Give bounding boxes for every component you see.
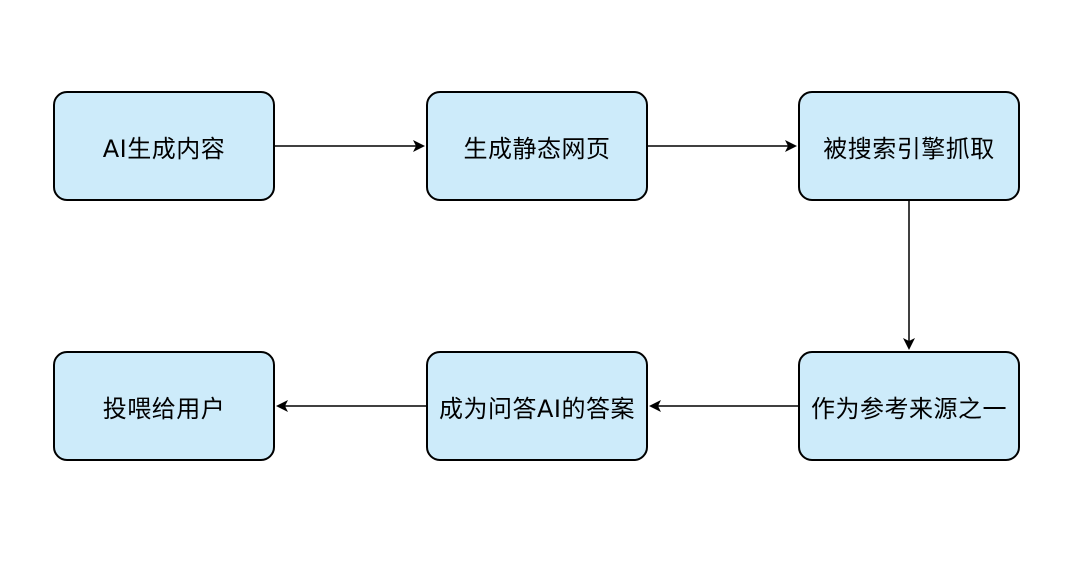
node-ai-generate-content: AI生成内容: [53, 91, 275, 201]
node-crawled-by-search-engine: 被搜索引擎抓取: [798, 91, 1020, 201]
node-label: AI生成内容: [102, 134, 226, 163]
node-feed-to-user: 投喂给用户: [53, 351, 275, 461]
node-as-reference-source: 作为参考来源之一: [798, 351, 1020, 461]
node-generate-static-page: 生成静态网页: [426, 91, 648, 201]
node-label: 投喂给用户: [102, 394, 226, 423]
node-become-qa-ai-answer: 成为问答AI的答案: [426, 351, 648, 461]
node-label: 被搜索引擎抓取: [823, 134, 995, 163]
node-label: 生成静态网页: [463, 134, 611, 163]
node-label: 成为问答AI的答案: [439, 394, 635, 423]
node-label: 作为参考来源之一: [811, 394, 1007, 423]
